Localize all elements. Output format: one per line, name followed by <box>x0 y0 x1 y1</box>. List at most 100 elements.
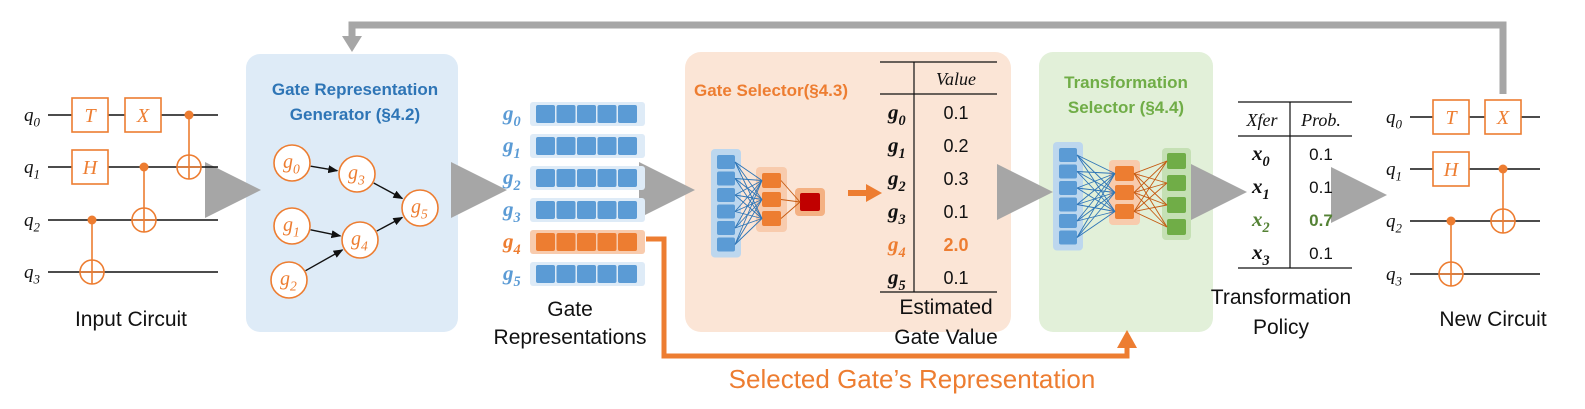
generator-title-line2: Generator (§4.2) <box>290 105 420 124</box>
transformation-net-edge-0-4-0 <box>1076 173 1116 222</box>
generator-edge-1 <box>373 182 404 200</box>
representation-cell-5-4 <box>618 265 637 283</box>
input_circuit-qubit-label-0: q0 <box>24 105 41 129</box>
value-row-gate-5-sub: 5 <box>899 278 906 294</box>
representation-label-3: g3 <box>502 197 521 226</box>
representation-cell-4-3 <box>597 233 617 251</box>
generator-node-label-4: g4 <box>351 228 368 254</box>
transformation-net-edge-1-0-0 <box>1133 160 1168 174</box>
policy-header-xfer: Xfer <box>1246 110 1279 130</box>
policy-caption-line2: Policy <box>1253 316 1310 339</box>
value-row-value-1: 0.2 <box>943 136 968 156</box>
new_circuit-qubit-label-2: q2 <box>1386 211 1403 235</box>
generator-node-label-0-base: g <box>283 151 293 173</box>
policy-row-xfer-0: x0 <box>1251 141 1270 170</box>
transformation-net-edge-1-1-0 <box>1133 160 1168 193</box>
input_circuit-qubit-label-1-sub: 1 <box>34 166 40 181</box>
representation-cell-5-1 <box>556 265 576 283</box>
transformation-net-edge-1-0-1 <box>1133 173 1168 184</box>
transformation-net-layer-0-node-1 <box>1059 164 1077 179</box>
gate-selector-net-edge-0-2-1 <box>734 194 763 200</box>
representation-cell-5-0 <box>536 265 555 283</box>
transformation-net-edge-0-5-0 <box>1076 173 1116 238</box>
generator-block: Gate Representation Generator (§4.2) g0g… <box>270 80 439 299</box>
new_circuit-qubit-label-0-base: q <box>1386 107 1396 128</box>
input_circuit-gate-label-t: T <box>84 105 97 127</box>
new_circuit-gate-h <box>1432 151 1470 187</box>
new_circuit-gate-label-t: T <box>1445 107 1458 129</box>
generator-node-label-2-base: g <box>280 268 290 290</box>
input_circuit-qubit-label-3-base: q <box>24 262 34 283</box>
gate-selector-net-layer-2-node-0 <box>800 193 820 211</box>
generator-node-label-1: g1 <box>283 214 300 240</box>
value-row-gate-3: g3 <box>887 199 906 228</box>
representation-label-0-base: g <box>502 101 514 125</box>
value-row-gate-2-sub: 2 <box>898 179 906 195</box>
gate-selector-net-layer-1-node-2 <box>762 211 781 226</box>
transformation-net-layer-1-node-0 <box>1115 166 1134 181</box>
policy-row-xfer-1-base: x <box>1251 174 1263 198</box>
input_circuit-cnot-control-2 <box>87 215 97 225</box>
gate-selector-net-layer-0-node-5 <box>717 237 735 252</box>
representation-label-4-sub: 4 <box>513 242 521 258</box>
transformation-net-edge-0-0-1 <box>1076 154 1116 193</box>
new_circuit-qubit-label-3: q3 <box>1386 264 1402 288</box>
transformation-net-edge-0-1-2 <box>1076 171 1116 212</box>
generator-node-0 <box>273 144 311 182</box>
input_circuit-gate-label-h: H <box>82 157 99 179</box>
representation-label-3-base: g <box>502 197 514 221</box>
transformation-net-edge-1-1-3 <box>1133 192 1168 228</box>
transformation-net-layer-2-node-0 <box>1167 153 1186 169</box>
value-row-gate-1-sub: 1 <box>899 146 906 162</box>
generator-node-5 <box>401 189 439 227</box>
gate-selector-net-edge-0-5-0 <box>734 180 763 245</box>
transformation-net-edge-0-2-2 <box>1076 187 1116 212</box>
input_circuit-qubit-label-0-base: q <box>24 105 34 126</box>
new_circuit-qubit-label-1-base: q <box>1386 159 1396 180</box>
value-table-header: Value <box>936 69 976 89</box>
gate-selector-net-layer-0-node-3 <box>717 204 735 219</box>
feedback-loop-arrow <box>348 21 1507 94</box>
transformation-net-edge-1-0-2 <box>1133 173 1168 206</box>
representation-cell-1-4 <box>618 137 637 155</box>
representation-cell-0-1 <box>556 105 576 123</box>
policy-row-xfer-2-base: x <box>1251 207 1263 231</box>
new_circuit-qubit-label-2-base: q <box>1386 211 1396 232</box>
transformation-net-edge-1-2-0 <box>1133 160 1168 212</box>
transformation-network-icon <box>1053 142 1191 251</box>
policy-row-prob-3: 0.1 <box>1309 244 1333 263</box>
generator-node-label-5: g5 <box>411 196 428 222</box>
transformation-net-edge-0-3-2 <box>1076 204 1116 212</box>
gate-selector-net-edge-0-5-2 <box>734 218 763 245</box>
value-row-gate-1: g1 <box>887 133 906 162</box>
gate-selector-net-edge-0-1-0 <box>734 178 763 181</box>
new_circuit-qubit-label-1-sub: 1 <box>1396 168 1402 183</box>
generator-node-2 <box>270 261 308 299</box>
input_circuit-qubit-label-2: q2 <box>24 210 41 234</box>
policy-row-xfer-2: x2 <box>1251 207 1270 236</box>
transformation-net-layer-0-node-4 <box>1059 214 1077 228</box>
transformation-net-layer-2-node-2 <box>1167 197 1186 213</box>
gate-selector-net-edge-0-4-1 <box>734 199 763 229</box>
transformation-selector-block: Transformation Selector (§4.4) <box>1053 73 1191 251</box>
gate-selector-net-edge-0-4-0 <box>734 180 763 229</box>
input_circuit-qubit-label-2-sub: 2 <box>34 219 41 234</box>
policy-row-xfer-1: x1 <box>1251 174 1270 203</box>
value-row-gate-3-sub: 3 <box>898 212 906 228</box>
transformation-net-edge-0-3-0 <box>1076 173 1116 205</box>
gate-selector-net-layer-0-node-0 <box>717 155 735 169</box>
value-row-gate-0-base: g <box>887 100 899 124</box>
representation-label-3-sub: 3 <box>513 210 521 226</box>
representation-cell-5-2 <box>577 265 596 283</box>
transformation-net-edge-0-2-0 <box>1076 173 1116 189</box>
representation-cell-1-2 <box>577 137 596 155</box>
value-row-value-4: 2.0 <box>943 235 968 255</box>
representations-caption-line2: Representations <box>494 326 647 349</box>
transformation-net-edge-0-4-1 <box>1076 192 1116 222</box>
gate-selector-net-edge-0-1-1 <box>734 178 763 200</box>
transformation-net-layer-0-node-3 <box>1059 197 1077 212</box>
